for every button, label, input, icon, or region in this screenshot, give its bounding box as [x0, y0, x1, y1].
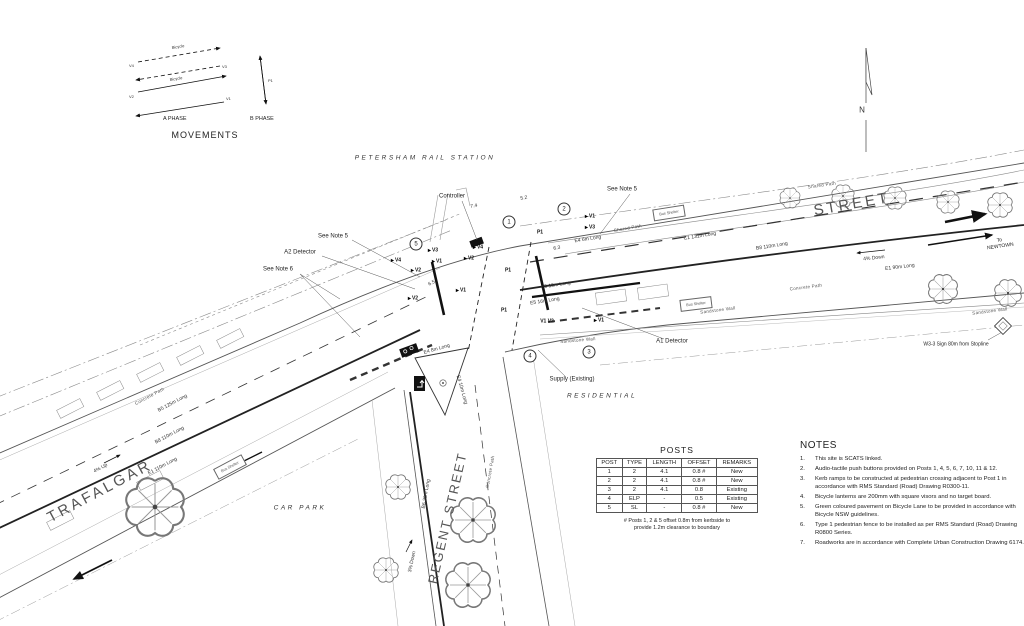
a1-detector-callout: A1 Detector	[656, 338, 688, 345]
signal-label-v1: V1	[594, 318, 604, 324]
post-marker-2: 2	[557, 202, 571, 216]
property-lines	[0, 324, 1024, 620]
note-item: 1.This site is SCATS linked.	[800, 456, 883, 462]
note-item: 6.Type 1 pedestrian fence to be installe…	[800, 522, 1018, 536]
pedestrian-crossing	[467, 241, 532, 353]
movements-legend: Bicycle Bicycle V4 V3 V2 V1 P1 A PHASE B…	[129, 43, 274, 122]
see-note-6-callout: See Note 6	[262, 266, 294, 273]
notes-title: NOTES	[800, 440, 837, 451]
notes-list: 1.This site is SCATS linked. 2.Audio-tact…	[800, 456, 1024, 548]
see-note-5-callout: See Note 5	[317, 233, 349, 240]
rail-boundary-lines	[0, 149, 1024, 417]
median-lines	[0, 224, 1024, 626]
north-arrow-icon	[865, 47, 873, 152]
movement-v3-arrow	[135, 65, 221, 82]
post-marker-3: 3	[582, 345, 596, 359]
movement-v3-label: V3	[222, 64, 228, 69]
station-structure	[429, 187, 471, 243]
signal-label-p1: P1	[500, 307, 508, 314]
north-label: N	[859, 105, 865, 115]
a2-detector-callout: A2 Detector	[284, 249, 316, 256]
a-phase-label: A PHASE	[163, 116, 187, 122]
b-phase-label: B PHASE	[250, 116, 274, 122]
movement-p1-arrow-down	[259, 55, 268, 105]
movements-title: MOVEMENTS	[171, 130, 239, 140]
bicycle-label: Bicycle	[171, 43, 185, 50]
note-item: 5.Green coloured pavement on Bicycle Lan…	[800, 504, 1016, 519]
posts-col-header: LENGTH	[646, 458, 683, 468]
lane-lines	[0, 181, 1024, 626]
note-item: 3.Kerb ramps to be constructed at pedest…	[800, 476, 1007, 491]
post-marker-4: 4	[523, 349, 537, 363]
signal-label-v4: V4	[391, 258, 401, 264]
w33-sign-icon	[993, 316, 1013, 336]
dim-6-3: 6.3	[552, 244, 561, 252]
signal-label-v1: V1	[432, 259, 442, 265]
w33-sign-callout: W3-3 Sign 80m from Stopline	[923, 341, 989, 348]
movement-v2-arrow	[137, 74, 227, 93]
leader-lines	[299, 193, 1005, 378]
signal-label-v4: V4	[473, 245, 483, 251]
movement-v1-arrow	[135, 101, 225, 118]
controller-callout: Controller	[438, 193, 466, 200]
posts-table-footnote: # Posts 1, 2 & 5 offset 0.8m from kerbsi…	[623, 518, 731, 532]
see-note-5-callout: See Note 5	[606, 186, 638, 193]
post-marker-1: 1	[502, 215, 516, 229]
note-item: 4.Bicycle lanterns are 200mm with square…	[800, 494, 992, 501]
movement-v4-label: V4	[129, 63, 135, 68]
road-kerbs	[0, 162, 1024, 598]
signal-label-v1: V1	[585, 214, 595, 220]
posts-col-header: OFFSET	[681, 458, 717, 468]
movement-v1-label: V1	[226, 96, 232, 101]
splitter-island	[414, 347, 469, 417]
dim-7-4: 7.4	[469, 202, 478, 210]
bicycle-lane-arrow-sign-icon	[414, 376, 425, 391]
posts-table-title: POSTS	[660, 445, 694, 455]
residential-label: RESIDENTIAL	[566, 392, 638, 400]
signal-label-v1v2: V1 V2	[540, 318, 554, 325]
note-item: 2.Audio-tactile push buttons provided on…	[800, 466, 998, 473]
movement-v4-arrow	[137, 46, 221, 63]
posts-col-header: POST	[596, 458, 623, 468]
note-item: 7.Roadworks are in accordance with Compl…	[800, 540, 1024, 547]
signal-label-v2: V2	[408, 296, 418, 302]
parking-bays	[46, 283, 669, 531]
signal-label-v1: V1	[456, 288, 466, 294]
bicycle-lane-sign-icon	[399, 343, 420, 358]
movement-v2-label: V2	[129, 94, 135, 99]
post-marker-5: 5	[409, 237, 423, 251]
signal-label-p1: P1	[536, 229, 544, 236]
posts-col-header: TYPE	[621, 458, 648, 468]
stoplines	[430, 255, 641, 316]
signal-label-v2: V2	[411, 268, 421, 274]
signal-label-v2: V2	[464, 256, 474, 262]
signal-label-v3: V3	[585, 225, 595, 231]
bicycle-label: Bicycle	[169, 75, 183, 82]
signal-label-p1: P1	[504, 267, 512, 274]
signal-label-v3: V3	[428, 248, 438, 254]
posts-col-header: REMARKS	[715, 458, 759, 468]
notes-section: NOTES 1.This site is SCATS linked. 2.Audi…	[800, 440, 1024, 550]
regent-street-kerbs	[371, 349, 576, 626]
movement-p1-label: P1	[268, 78, 274, 83]
supply-existing-callout: Supply (Existing)	[549, 376, 595, 383]
car-park-label: CAR PARK	[273, 504, 327, 512]
petersham-rail-station-label: PETERSHAM RAIL STATION	[354, 154, 496, 162]
dim-5-2: 5.2	[519, 194, 528, 202]
